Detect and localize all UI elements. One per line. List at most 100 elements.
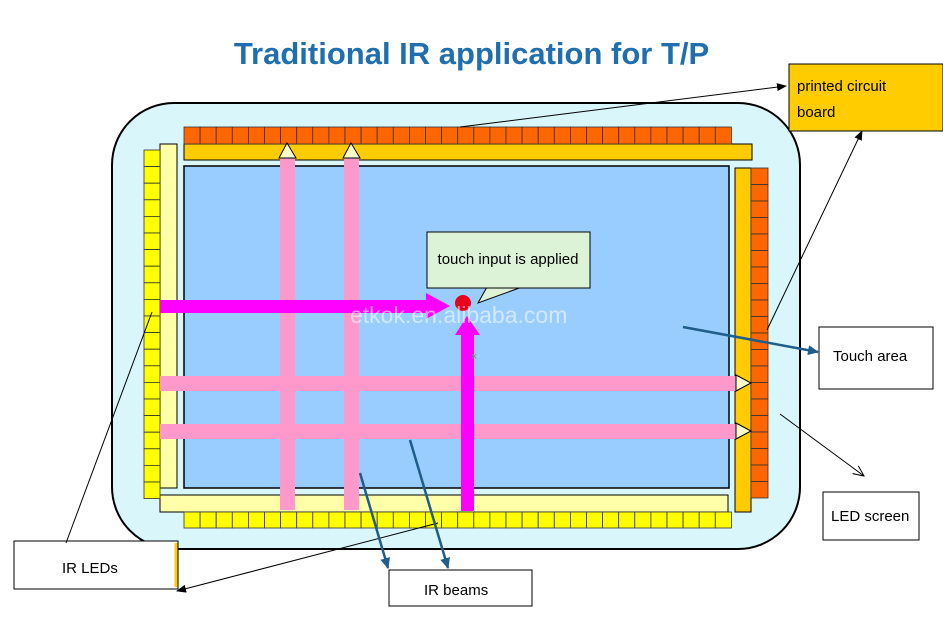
ir-led-cell (714, 511, 732, 529)
ir-led-cell (328, 511, 346, 529)
ir-led-cell (312, 511, 330, 529)
ir-led-cell (231, 511, 249, 529)
ir-led-cell (143, 332, 161, 350)
top-pcb-strip (183, 143, 753, 161)
receiver-cell (537, 126, 555, 145)
ir-led-cell (376, 511, 394, 529)
ir-led-cell (143, 199, 161, 217)
ir-led-cell (183, 511, 201, 529)
ir-led-cell (408, 511, 426, 529)
ir-leds-label-box (13, 540, 179, 590)
interrupted-beam-vertical (461, 333, 474, 511)
receiver-cell (570, 126, 587, 145)
watermark: etkok.en.alibaba.com (350, 302, 568, 328)
ir-leds-label: IR LEDs (62, 560, 118, 577)
ir-led-cell (634, 511, 652, 529)
ir-led-cell (143, 415, 161, 433)
receiver-cell (247, 126, 265, 145)
touch-area-label-box (818, 326, 934, 390)
ir-led-cell (618, 511, 636, 529)
ir-led-column-left (143, 149, 161, 500)
ir-beam-vertical-1 (280, 158, 295, 510)
beam-tip-1 (278, 141, 297, 159)
ir-beams-leader-2 (408, 439, 450, 569)
ir-led-cell (570, 511, 587, 529)
receiver-cell (199, 126, 217, 145)
receiver-cell (714, 126, 732, 145)
ir-beams-leader-1 (358, 472, 390, 569)
pcb-leader-top (459, 83, 787, 128)
ir-led-cell (143, 149, 161, 168)
receiver-cell (698, 126, 716, 145)
ir-led-cell (586, 511, 604, 529)
receiver-column-right (750, 167, 769, 499)
pcb-leader-right (766, 130, 863, 331)
receiver-cell (264, 126, 282, 145)
ir-led-cell (553, 511, 571, 529)
ir-led-cell (143, 431, 161, 450)
arrow-icon (455, 316, 480, 335)
receiver-cell (666, 126, 684, 145)
receiver-cell (489, 126, 507, 145)
ir-led-cell (650, 511, 668, 529)
ir-led-cell (489, 511, 507, 529)
receiver-cell (505, 126, 523, 145)
ir-led-cell (143, 315, 161, 334)
ir-led-cell (143, 481, 161, 500)
receiver-cell (360, 126, 378, 145)
receiver-cell (750, 349, 769, 367)
receiver-cell (750, 431, 769, 449)
diagram-title: Traditional IR application for T/P (233, 36, 710, 71)
ir-led-cell (143, 232, 161, 251)
touch-area-label: Touch area (833, 348, 908, 365)
ir-beams-label: IR beams (424, 582, 488, 599)
receiver-cell (344, 126, 362, 145)
pcb-label-line-1: printed circuit (797, 78, 887, 95)
receiver-cell (618, 126, 636, 145)
beam-tip-4 (735, 422, 753, 440)
receiver-cell (183, 126, 201, 145)
ir-led-cell (264, 511, 282, 529)
receiver-cell (750, 283, 769, 301)
receiver-cell (473, 126, 491, 145)
ir-led-cell (537, 511, 555, 529)
ir-led-cell (143, 381, 161, 400)
ir-led-cell (215, 511, 233, 529)
small-marker: × (471, 351, 477, 363)
ir-led-cell (143, 398, 161, 417)
ir-led-cell (143, 448, 161, 466)
ir-led-cell (143, 215, 161, 234)
pcb-label-line-2: board (797, 104, 835, 121)
interrupted-beam-horizontal (160, 300, 428, 313)
receiver-cell (328, 126, 346, 145)
ir-led-cell (505, 511, 523, 529)
ir-led-cell (247, 511, 265, 529)
ir-led-cell (143, 166, 161, 184)
ir-led-cell (143, 298, 161, 317)
receiver-cell (231, 126, 249, 145)
receiver-cell (553, 126, 571, 145)
receiver-cell (215, 126, 233, 145)
receiver-cell (750, 184, 769, 202)
ir-led-cell (143, 348, 161, 367)
ir-led-cell (666, 511, 684, 529)
ir-led-cell (457, 511, 475, 529)
ir-led-cell (344, 511, 362, 529)
receiver-cell (750, 398, 769, 416)
ir-led-cell (143, 249, 161, 267)
receiver-cell (602, 126, 620, 145)
receiver-cell (650, 126, 668, 145)
receiver-cell (392, 126, 410, 145)
ir-led-cell (521, 511, 539, 529)
receiver-cell (586, 126, 604, 145)
beam-tip-2 (342, 141, 361, 159)
receiver-cell (750, 266, 769, 284)
beam-tip-3 (735, 374, 753, 392)
ir-led-cell (143, 365, 161, 383)
ir-led-cell (392, 511, 410, 529)
receiver-cell (750, 233, 769, 251)
receiver-cell (750, 448, 769, 466)
bottom-strip (159, 494, 729, 513)
receiver-cell (750, 415, 769, 433)
